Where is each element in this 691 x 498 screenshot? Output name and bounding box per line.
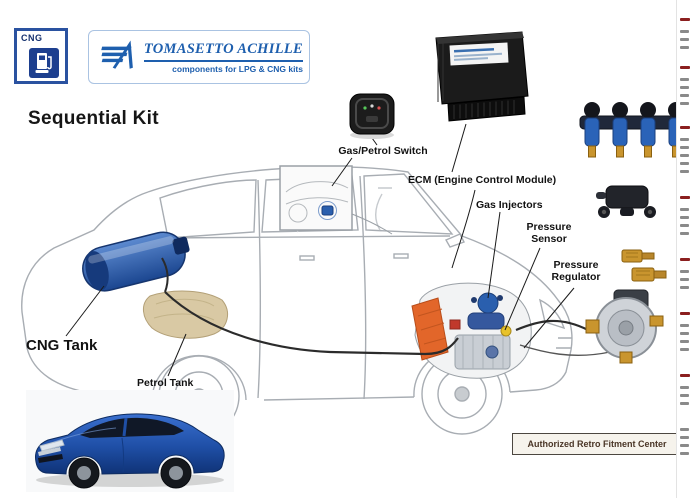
tomasetto-achille-logo: TOMASETTO ACHILLE components for LPG & C… — [88, 30, 310, 84]
gas-petrol-switch-image — [344, 90, 400, 145]
label-pressure-sensor: Pressure Sensor — [526, 221, 572, 246]
fuel-pump-icon — [29, 48, 59, 78]
brand-tagline: components for LPG & CNG kits — [172, 63, 303, 74]
cng-tank-image — [82, 231, 190, 292]
map-sensor-image — [596, 180, 658, 227]
engine-components — [411, 282, 532, 379]
label-gas-injectors: Gas Injectors — [476, 199, 543, 211]
ecm-image — [428, 26, 534, 129]
petrol-tank-image — [143, 290, 229, 339]
cng-badge-label: CNG — [21, 33, 43, 43]
label-ecm: ECM (Engine Control Module) — [408, 174, 557, 186]
brand-name: TOMASETTO ACHILLE — [143, 41, 303, 62]
cng-badge: CNG — [14, 28, 68, 84]
label-cng-tank: CNG Tank — [26, 337, 98, 354]
label-petrol-tank: Petrol Tank — [137, 377, 194, 389]
brass-fittings-image — [618, 244, 672, 293]
label-pressure-regulator: Pressure Regulator — [551, 259, 601, 284]
honda-car-photo — [26, 390, 234, 492]
ta-logo-mark — [101, 40, 133, 69]
label-gas-petrol-switch: Gas/Petrol Switch — [338, 145, 428, 157]
authorized-fitment-label: Authorized Retro Fitment Center — [527, 439, 667, 449]
gas-injector-rail-image — [578, 96, 691, 173]
pressure-regulator-image — [584, 286, 666, 369]
authorized-fitment-box: Authorized Retro Fitment Center — [512, 433, 682, 455]
leader-lines — [65, 123, 575, 377]
clipped-text-column — [676, 0, 691, 498]
dashboard-inset — [279, 165, 393, 235]
page-title: Sequential Kit — [28, 108, 159, 129]
